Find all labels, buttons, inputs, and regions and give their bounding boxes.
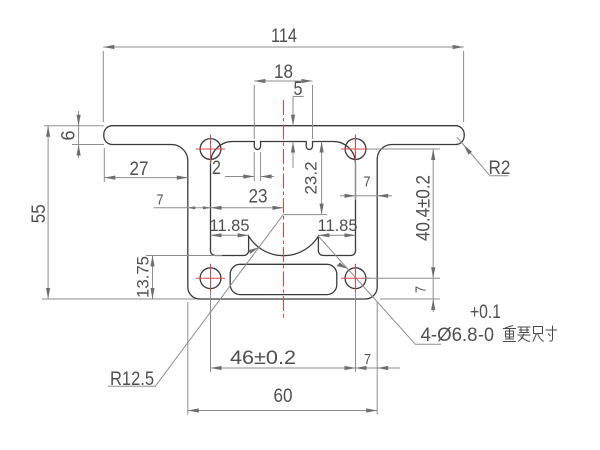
svg-text:11.85: 11.85 [210, 216, 250, 235]
svg-text:7: 7 [157, 192, 164, 209]
svg-text:40.4±0.2: 40.4±0.2 [414, 175, 435, 241]
svg-text:4-Ø6.8: 4-Ø6.8 [421, 325, 478, 346]
svg-text:7: 7 [364, 351, 371, 368]
svg-text:11.85: 11.85 [318, 216, 358, 235]
svg-text:+0.1: +0.1 [470, 302, 501, 323]
svg-text:18: 18 [274, 62, 293, 83]
svg-text:-0: -0 [478, 325, 494, 346]
svg-text:114: 114 [271, 26, 297, 47]
svg-text:7: 7 [413, 286, 430, 293]
svg-text:23.2: 23.2 [302, 162, 321, 195]
svg-text:60: 60 [274, 386, 293, 407]
svg-text:46±0.2: 46±0.2 [230, 348, 296, 369]
svg-text:23: 23 [249, 187, 268, 208]
svg-text:R2: R2 [489, 158, 511, 179]
svg-text:7: 7 [364, 174, 371, 191]
svg-text:5: 5 [294, 79, 303, 100]
svg-text:27: 27 [130, 159, 149, 180]
svg-text:13.75: 13.75 [134, 256, 153, 298]
svg-text:6: 6 [59, 131, 80, 141]
svg-text:2: 2 [212, 158, 221, 179]
svg-text:R12.5: R12.5 [110, 369, 154, 390]
svg-text:55: 55 [29, 204, 50, 223]
